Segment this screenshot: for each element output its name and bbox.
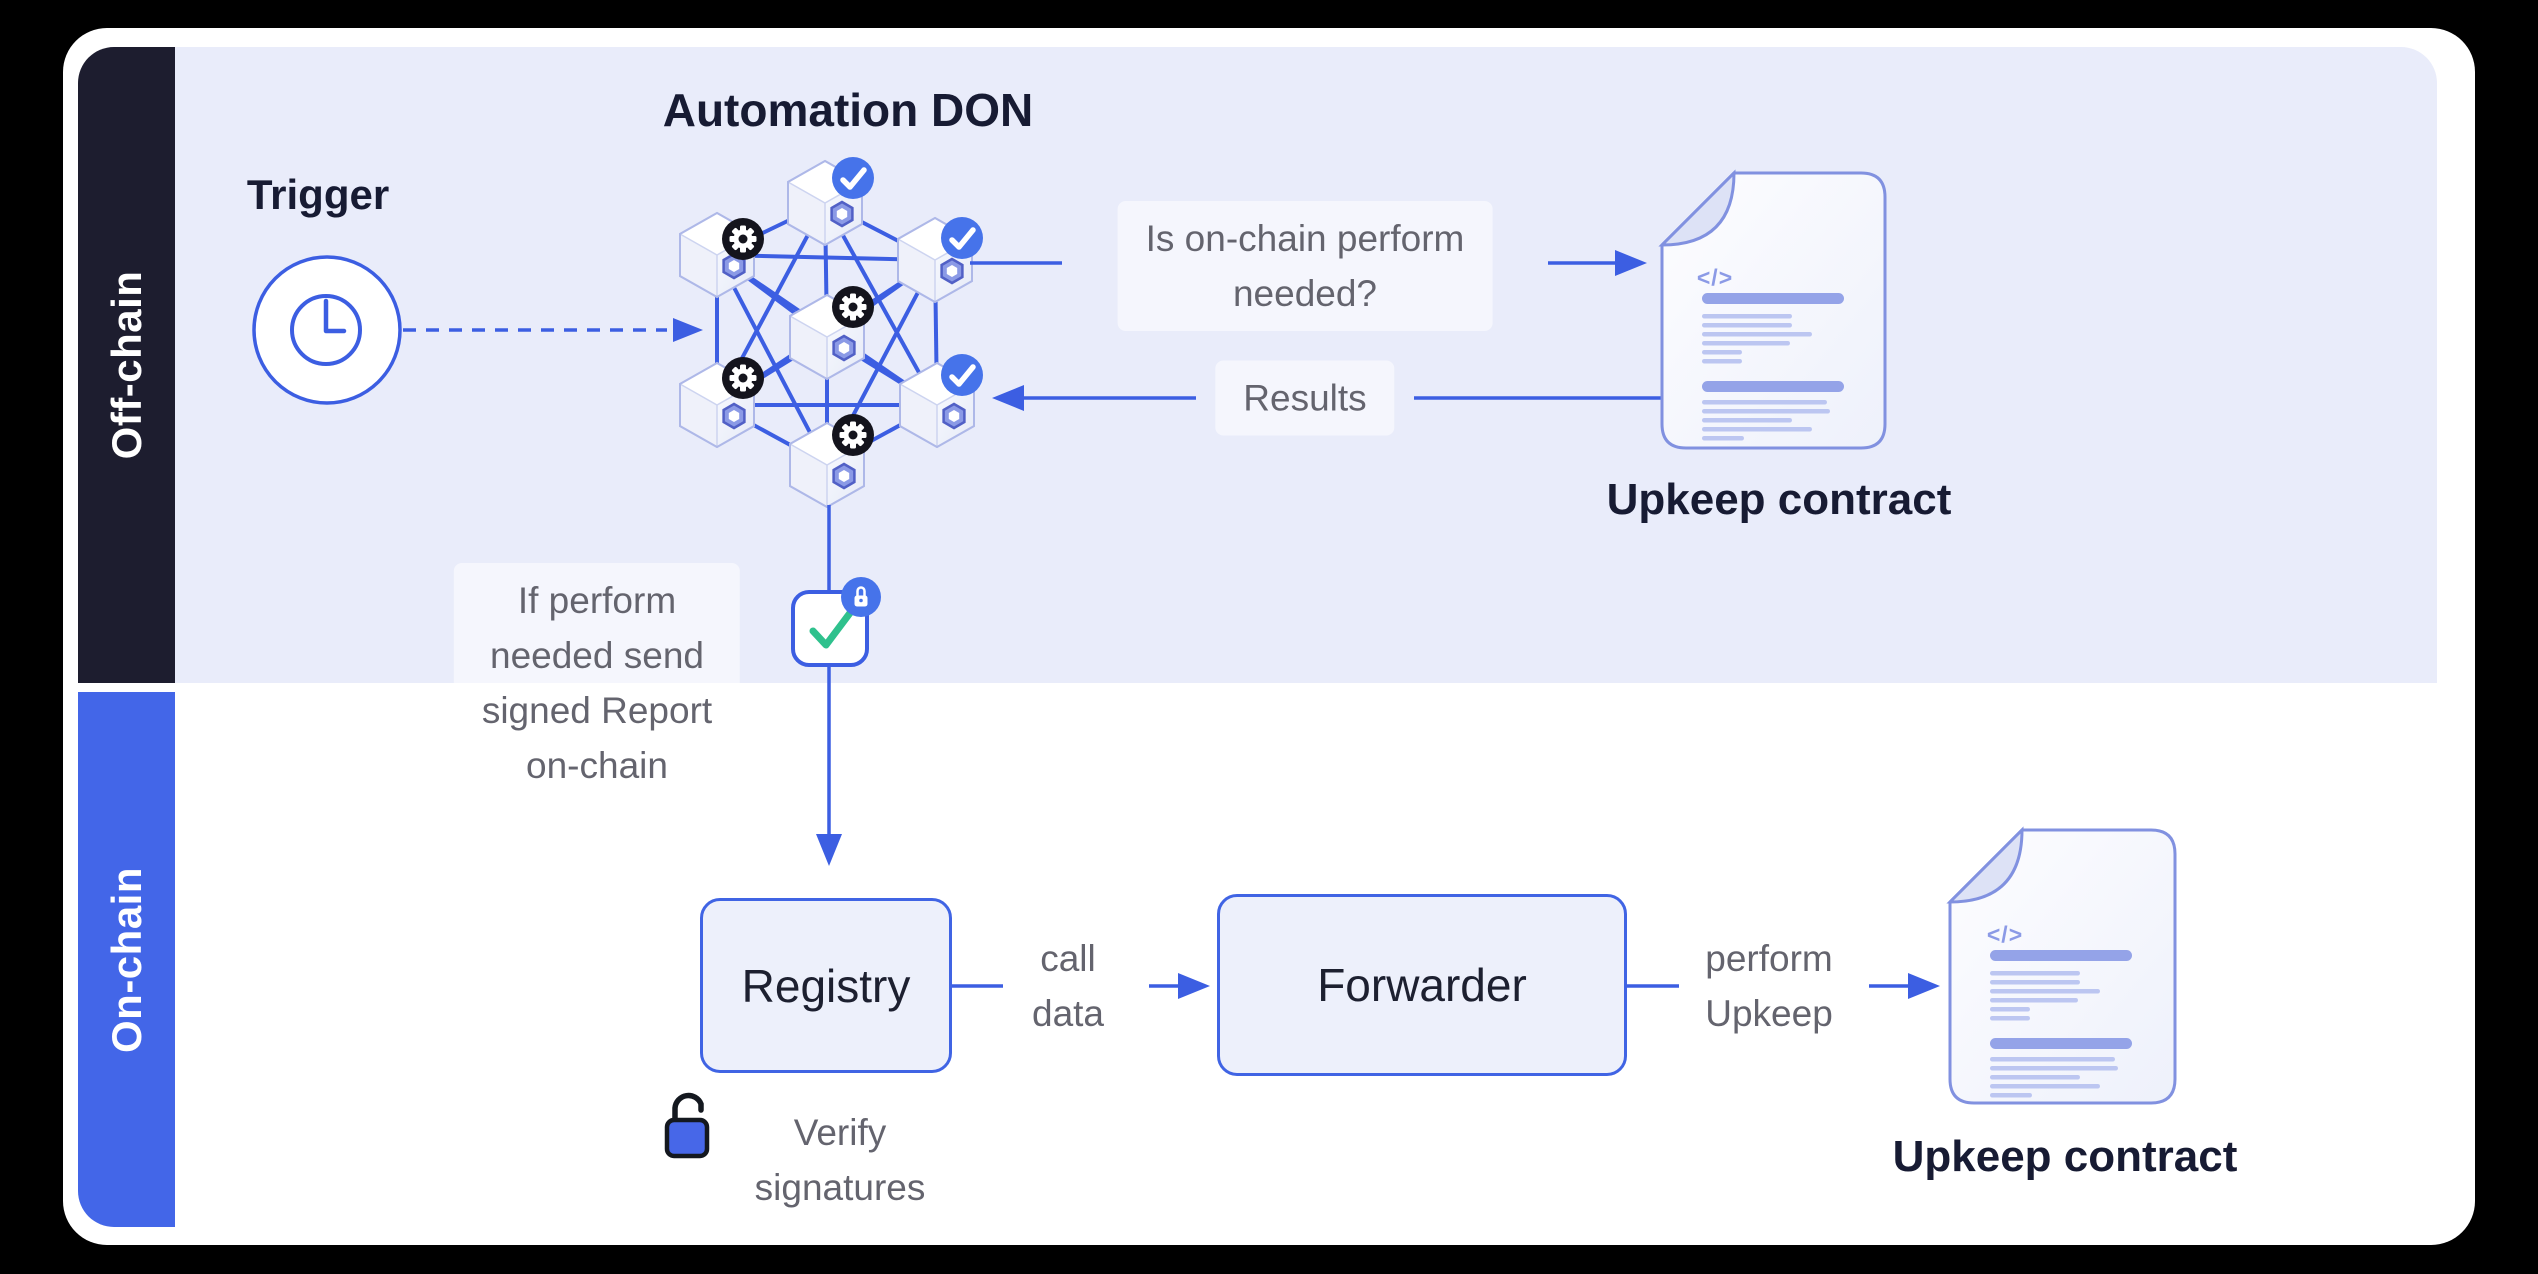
doc-text-bar (1702, 400, 1827, 405)
doc-text-bar (1990, 1093, 2032, 1098)
call-data-line2: data (1031, 993, 1105, 1034)
verify-line1: Verify (793, 1112, 887, 1153)
doc-text-bar (1702, 409, 1830, 414)
doc-text-bar (1702, 293, 1844, 304)
offchain-sidebar (78, 47, 175, 683)
report-note: If perform needed send signed Report on-… (453, 563, 741, 803)
upkeep-contract-doc-bottom (1946, 826, 2177, 1105)
perform-upkeep-line1: perform (1705, 938, 1833, 979)
call-data-note: call data (1032, 931, 1104, 1041)
forwarder-box: Forwarder (1217, 894, 1627, 1076)
report-arrow (816, 505, 842, 866)
perform-upkeep-line2: Upkeep (1705, 993, 1833, 1034)
verify-line2: signatures (754, 1167, 926, 1208)
unlock-icon (664, 1092, 710, 1159)
call-data-arrow (952, 973, 1210, 999)
code-icon: </> (1986, 921, 2024, 948)
trigger-label: Trigger (246, 171, 390, 218)
doc-text-bar (1990, 1016, 2030, 1021)
doc-text-bar (1702, 323, 1792, 328)
doc-text-bar (1990, 1038, 2132, 1049)
doc-text-bar (1702, 381, 1844, 392)
doc-text-bar (1990, 1075, 2080, 1080)
doc-text-bar (1702, 341, 1790, 346)
question-line2: needed? (1232, 273, 1378, 314)
report-note-line2: needed send (490, 635, 704, 676)
lock-badge-icon (841, 577, 881, 617)
doc-text-bar (1990, 998, 2078, 1003)
doc-text-bar (1702, 427, 1812, 432)
doc-text-bar (1702, 418, 1792, 423)
code-icon: </> (1696, 264, 1734, 291)
results-label: Results (1215, 360, 1395, 436)
results-arrow (992, 385, 1662, 411)
perform-upkeep-arrow (1627, 973, 1940, 999)
don-node-icon (678, 159, 976, 509)
clock-icon (252, 255, 402, 405)
doc-text-bar (1702, 314, 1792, 319)
forwarder-label: Forwarder (1317, 959, 1527, 1011)
doc-text-bar (1990, 1084, 2100, 1089)
doc-text-bar (1990, 971, 2080, 976)
doc-text-bar (1990, 980, 2080, 985)
doc-text-bar (1990, 1007, 2030, 1012)
report-note-line1: If perform (517, 580, 677, 621)
registry-label: Registry (741, 959, 911, 1012)
upkeep-contract-label-bottom: Upkeep contract (1892, 1132, 2238, 1181)
signed-report-icon (791, 577, 881, 667)
question-note: Is on-chain perform needed? (1117, 201, 1493, 331)
doc-text-bar (1702, 350, 1742, 355)
question-arrow (970, 250, 1647, 276)
registry-box: Registry (700, 898, 952, 1073)
onchain-sidebar (78, 692, 175, 1227)
upkeep-contract-label-top: Upkeep contract (1606, 475, 1952, 524)
trigger-arrow (403, 318, 703, 342)
doc-text-bar (1702, 436, 1744, 441)
question-line1: Is on-chain perform (1145, 218, 1465, 259)
onchain-sidebar-label: On-chain (103, 866, 150, 1054)
offchain-sidebar-label: Off-chain (103, 270, 150, 460)
diagram-card: Off-chain On-chain Trigger Automation DO… (63, 28, 2475, 1245)
perform-upkeep-note: perform Upkeep (1705, 931, 1833, 1041)
call-data-line1: call (1040, 938, 1096, 979)
doc-text-bar (1990, 950, 2132, 961)
automation-don-title: Automation DON (662, 84, 1034, 136)
doc-text-bar (1702, 332, 1812, 337)
report-note-line3: signed Report (481, 690, 713, 731)
upkeep-contract-doc-top (1658, 169, 1887, 450)
report-note-line4: on-chain (526, 745, 668, 786)
doc-text-bar (1990, 989, 2100, 994)
doc-text-bar (1990, 1057, 2115, 1062)
diagram-graphics (252, 28, 2177, 1159)
verify-signatures-note: Verify signatures (755, 1105, 926, 1215)
doc-text-bar (1990, 1066, 2118, 1071)
doc-text-bar (1702, 359, 1742, 364)
